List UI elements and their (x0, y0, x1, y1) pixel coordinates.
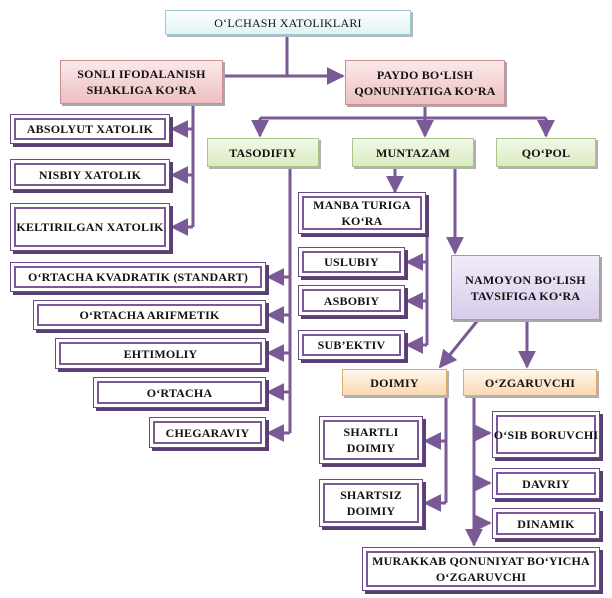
paydo-box: PAYDO BO‘LISH QONUNIYATIGA KO‘RA (345, 60, 505, 105)
ozgaruvchi-box: O‘ZGARUVCHI (463, 369, 597, 396)
connector-title (225, 35, 289, 78)
nisbiy-box: NISBIY XATOLIK (10, 159, 170, 190)
arifmetik-box: O‘RTACHA ARIFMETIK (33, 300, 266, 330)
dinamik-box: DINAMIK (492, 508, 600, 539)
title-box: O‘LCHASH XATOLIKLARI (165, 10, 411, 35)
namoyon-box: NAMOYON BO‘LISH TAVSIFIGA KO‘RA (451, 255, 600, 320)
manba-box: MANBA TURIGA KO‘RA (298, 192, 426, 234)
ortacha-box: O‘RTACHA (93, 377, 266, 408)
kvadratik-box: O‘RTACHA KVADRATIK (STANDART) (10, 262, 266, 292)
shartsiz-box: SHARTSIZ DOIMIY (319, 479, 423, 527)
murakkab-box: MURAKKAB QONUNIYAT BO‘YICHA O‘ZGARUVCHI (362, 547, 600, 591)
doimiy-box: DOIMIY (342, 369, 447, 396)
chegaraviy-box: CHEGARAVIY (149, 417, 266, 448)
muntazam-box: MUNTAZAM (352, 138, 474, 167)
absolyut-box: ABSOLYUT XATOLIK (10, 114, 170, 144)
subektiv-box: SUB’EKTIV (298, 330, 405, 360)
uslubiy-box: USLUBIY (298, 247, 405, 277)
qopol-box: QO‘POL (496, 138, 596, 167)
davriy-box: DAVRIY (492, 468, 600, 499)
connector-namoyon-left (438, 319, 480, 369)
shartli-box: SHARTLI DOIMIY (319, 416, 423, 464)
osib-box: O‘SIB BORUVCHI (492, 411, 600, 458)
tasodifiy-box: TASODIFIY (207, 138, 319, 167)
asbobiy-box: ASBOBIY (298, 285, 405, 316)
sonli-box: SONLI IFODALANISH SHAKLIGA KO‘RA (60, 60, 223, 104)
keltirilgan-box: KELTIRILGAN XATOLIK (10, 203, 170, 251)
ehtimoliy-box: EHTIMOLIY (55, 338, 266, 369)
